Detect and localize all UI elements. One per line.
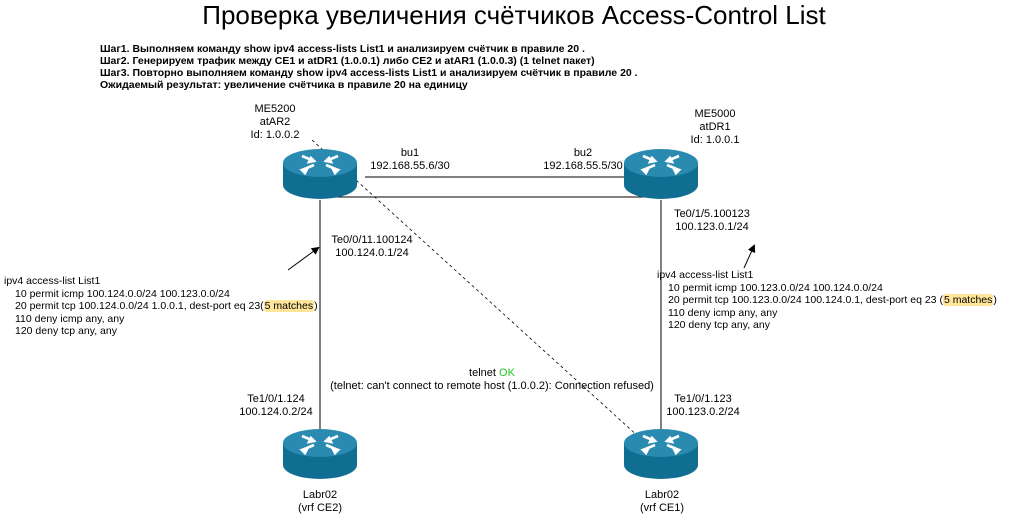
node-ce2-name: Labr02	[302, 489, 338, 501]
iface-te-ar2-ip: 100.124.0.1/24	[335, 247, 409, 259]
telnet-dashed-path	[311, 139, 641, 439]
acl-left-matches-badge: 5 matches	[263, 300, 315, 313]
acl-right: ipv4 access-list List1 10 permit icmp 10…	[657, 269, 997, 332]
acl-right-rule-20-close: )	[993, 294, 997, 307]
iface-bu2-ip: 192.168.55.5/30	[543, 160, 623, 172]
node-ce1-label: Labr02 (vrf CE1)	[627, 489, 697, 515]
step-3: Шаг3. Повторно выполняем команду show ip…	[100, 67, 638, 79]
node-atar2-name: atAR2	[259, 116, 291, 128]
telnet-note: telnet OK (telnet: can't connect to remo…	[322, 367, 662, 393]
acl-left: ipv4 access-list List1 10 permit icmp 10…	[4, 275, 318, 338]
node-ce2-label: Labr02 (vrf CE2)	[285, 489, 355, 515]
steps-block: Шаг1. Выполняем команду show ipv4 access…	[100, 43, 638, 91]
acl-right-matches-badge: 5 matches	[942, 294, 994, 307]
acl-right-rule-120: 120 deny tcp any, any	[668, 319, 770, 332]
iface-bu1-label: bu1 192.168.55.6/30	[370, 147, 450, 173]
node-atdr1-label: ME5000 atDR1 Id: 1.0.0.1	[680, 108, 750, 147]
router-atdr1-icon	[624, 149, 698, 199]
node-atdr1-model: ME5000	[694, 108, 736, 120]
iface-te-ce1-ip: 100.123.0.2/24	[666, 406, 740, 418]
router-atar2-icon	[283, 149, 357, 199]
iface-te-ce2-ip: 100.124.0.2/24	[239, 406, 313, 418]
acl-left-rule-20-text: 20 permit tcp 100.124.0.0/24 1.0.0.1, de…	[15, 300, 264, 313]
telnet-ok-status: OK	[499, 367, 515, 379]
iface-te-ce2-name: Te1/0/1.124	[247, 393, 305, 405]
acl-right-header: ipv4 access-list List1	[657, 269, 754, 281]
acl-left-rule-20: 20 permit tcp 100.124.0.0/24 1.0.0.1, de…	[4, 300, 318, 313]
acl-left-rule-20-close: )	[314, 300, 318, 313]
node-atar2-label: ME5200 atAR2 Id: 1.0.0.2	[240, 103, 310, 142]
iface-te-ar2-name: Te0/0/11.100124	[331, 234, 413, 246]
router-ce1-icon	[624, 429, 698, 479]
expected-result: Ожидаемый результат: увеличение счётчика…	[100, 79, 468, 91]
acl-right-rule-20: 20 permit tcp 100.123.0.0/24 100.124.0.1…	[657, 294, 997, 307]
iface-bu2-name: bu2	[573, 147, 593, 159]
acl-left-rule-120: 120 deny tcp any, any	[15, 325, 117, 338]
step-2: Шаг2. Генерируем трафик между CE1 и atDR…	[100, 55, 595, 67]
acl-right-rule-20-text: 20 permit tcp 100.123.0.0/24 100.124.0.1…	[668, 294, 943, 307]
step-1: Шаг1. Выполняем команду show ipv4 access…	[100, 43, 585, 55]
iface-te-dr1-name: Te0/1/5.100123	[674, 208, 750, 220]
iface-te-dr1-label: Te0/1/5.100123 100.123.0.1/24	[666, 208, 758, 234]
node-ce1-vrf: (vrf CE1)	[640, 502, 684, 514]
acl-left-rule-10: 10 permit icmp 100.124.0.0/24 100.123.0.…	[15, 287, 230, 300]
acl-right-rule-10: 10 permit icmp 100.123.0.0/24 100.124.0.…	[668, 281, 883, 294]
iface-te-ce2-label: Te1/0/1.124 100.124.0.2/24	[234, 393, 318, 419]
router-ce2-icon	[283, 429, 357, 479]
telnet-refused-note: (telnet: can't connect to remote host (1…	[330, 380, 654, 392]
iface-bu1-ip: 192.168.55.6/30	[370, 160, 450, 172]
node-ce1-name: Labr02	[644, 489, 680, 501]
iface-te-ce1-label: Te1/0/1.123 100.123.0.2/24	[661, 393, 745, 419]
iface-te-ar2-label: Te0/0/11.100124 100.124.0.1/24	[326, 234, 418, 260]
arrow-to-ar2-acl	[287, 246, 320, 271]
iface-bu2-label: bu2 192.168.55.5/30	[538, 147, 628, 173]
iface-te-ce1-name: Te1/0/1.123	[674, 393, 732, 405]
node-atar2-model: ME5200	[254, 103, 296, 115]
telnet-label: telnet	[469, 367, 496, 379]
telnet-status-line: telnet OK	[322, 367, 662, 380]
page-title: Проверка увеличения счётчиков Access-Con…	[202, 0, 826, 30]
arrow-to-dr1-acl	[743, 244, 756, 269]
acl-left-header: ipv4 access-list List1	[4, 275, 101, 287]
iface-bu1-name: bu1	[400, 147, 420, 159]
acl-left-rule-110: 110 deny icmp any, any	[15, 312, 125, 325]
iface-te-dr1-ip: 100.123.0.1/24	[675, 221, 749, 233]
node-ce2-vrf: (vrf CE2)	[298, 502, 342, 514]
acl-right-rule-110: 110 deny icmp any, any	[668, 306, 778, 319]
node-atdr1-name: atDR1	[699, 121, 731, 133]
node-atar2-id: Id: 1.0.0.2	[250, 129, 300, 141]
node-atdr1-id: Id: 1.0.0.1	[690, 134, 740, 146]
